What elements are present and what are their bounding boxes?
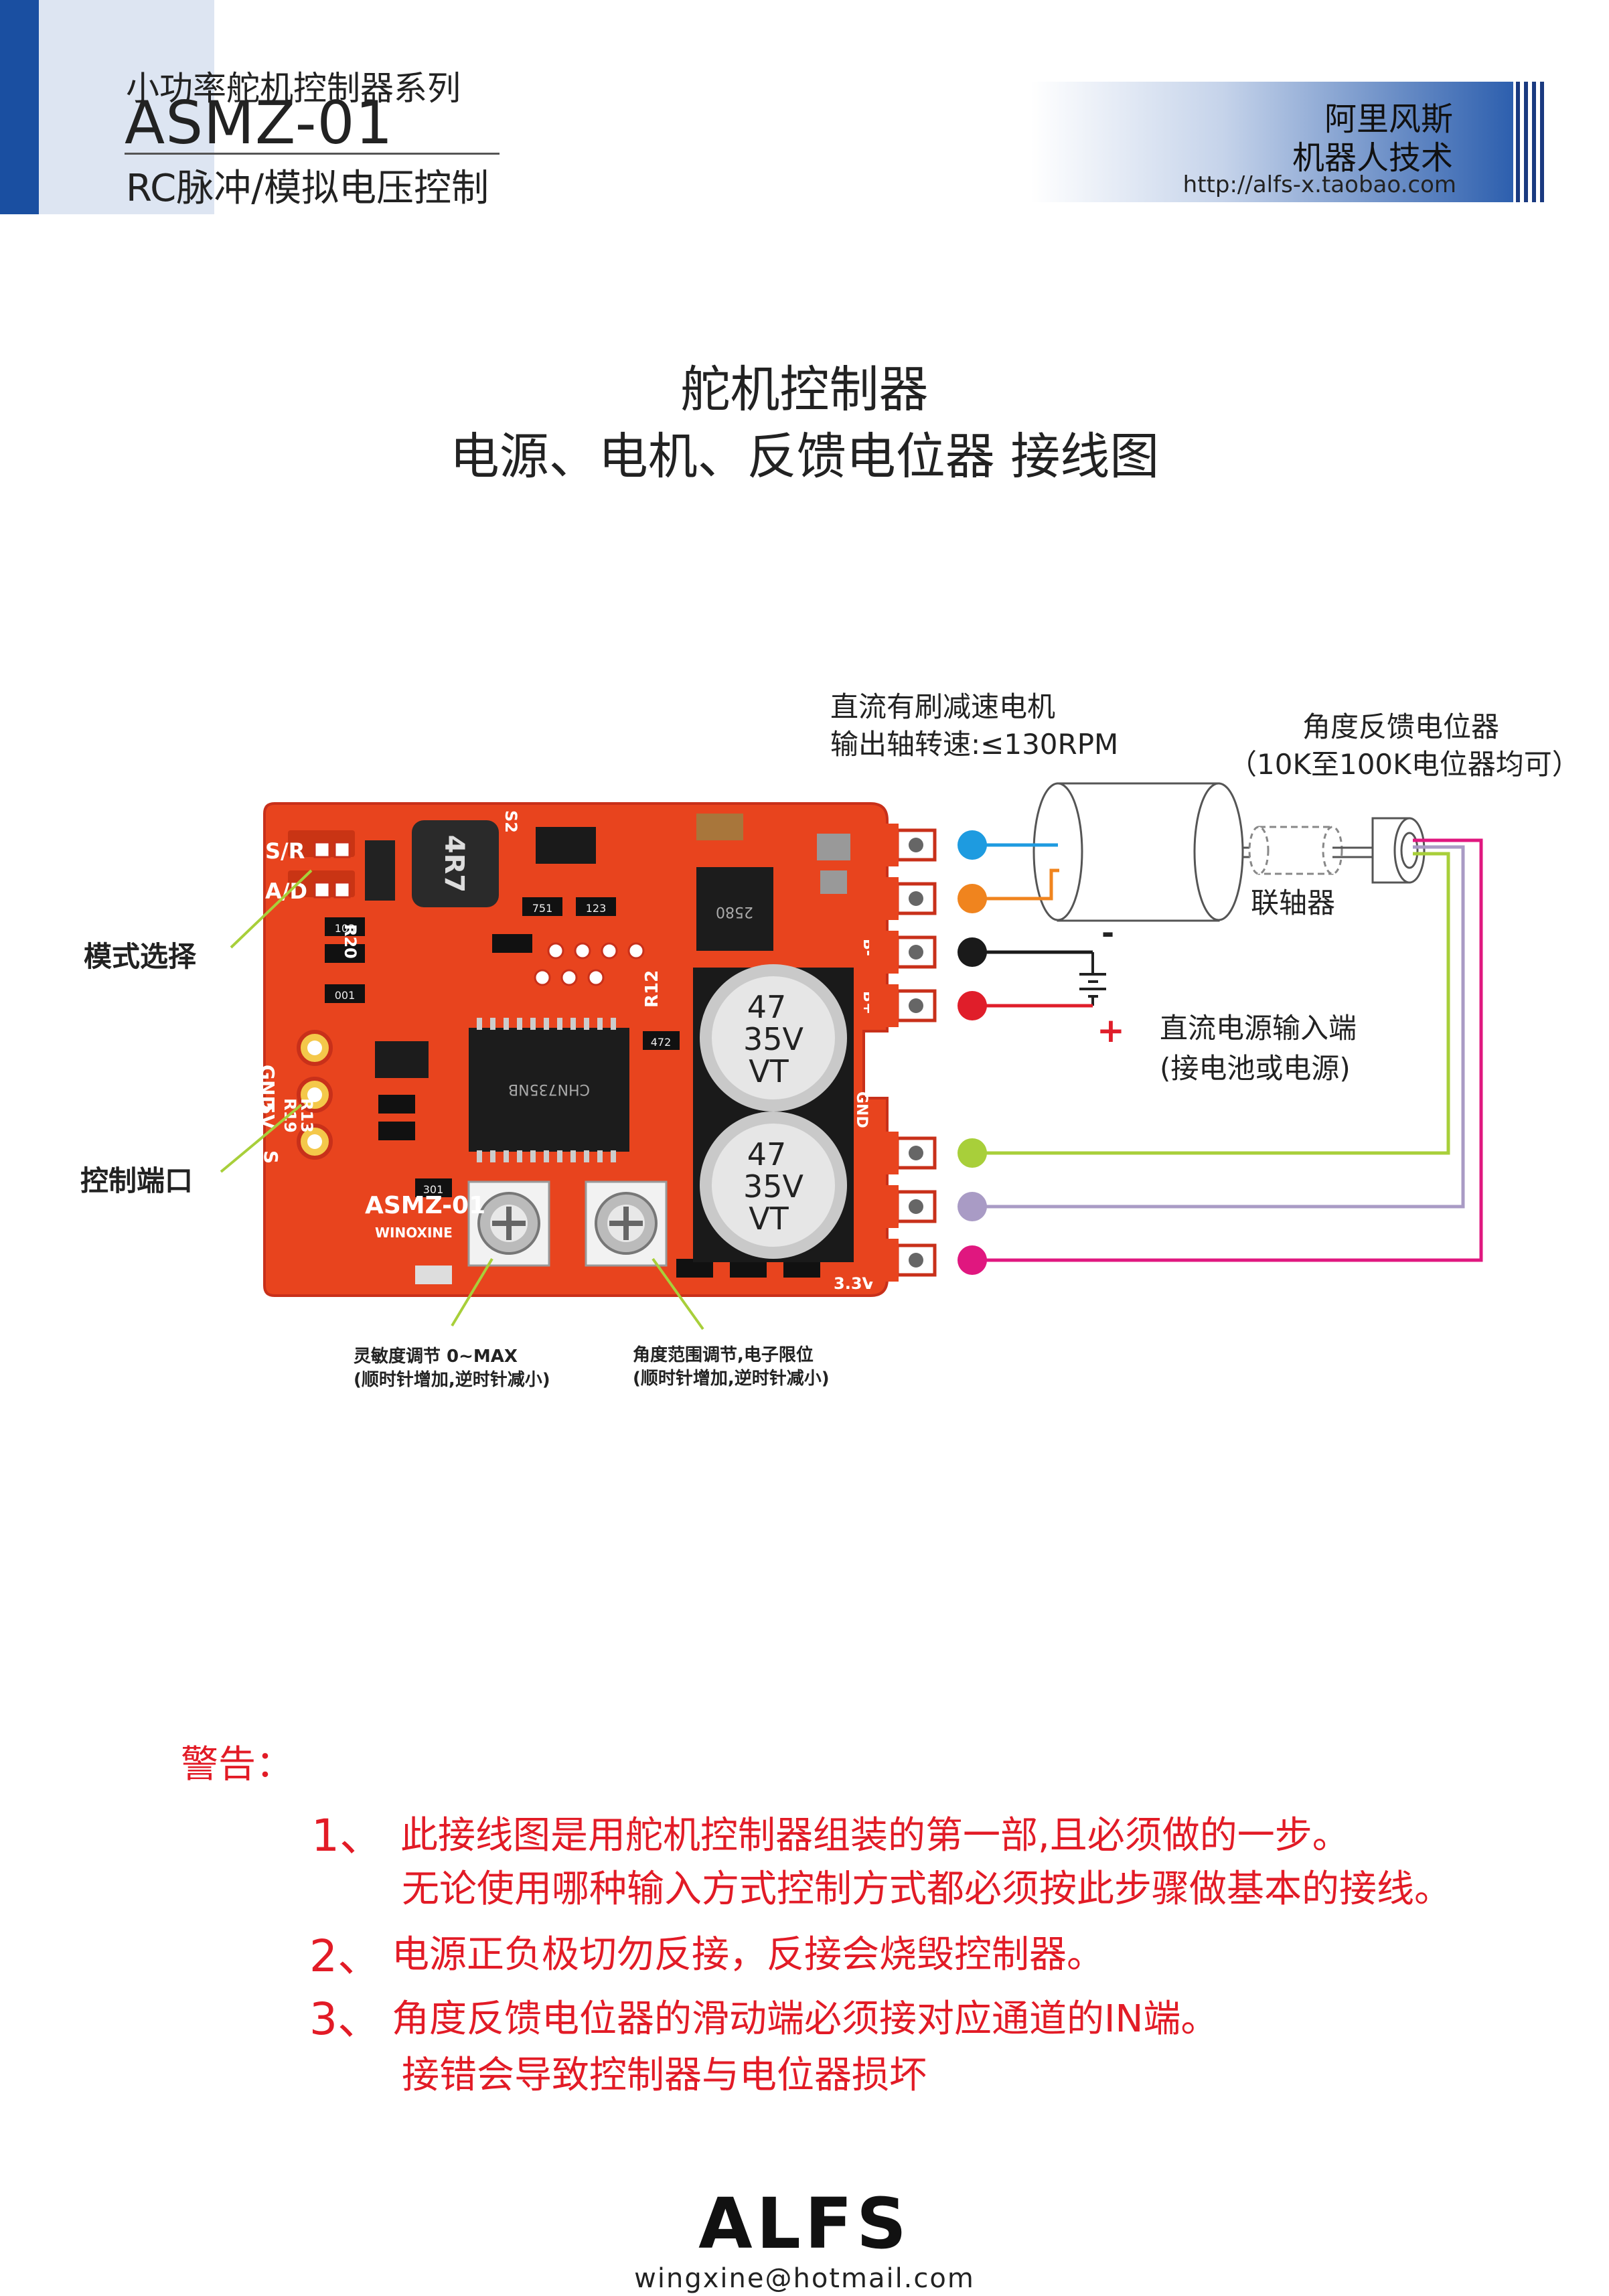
terminal-pins[interactable] bbox=[869, 824, 937, 1282]
silk-s2: S2 bbox=[502, 810, 520, 833]
silk-ad: A/D bbox=[265, 878, 307, 904]
motor-label: 直流有刷减速电机 bbox=[830, 690, 1056, 723]
capacitor-1: 47 35V VT bbox=[693, 964, 854, 1115]
pot-range-label: （10K至100K电位器均可） bbox=[1229, 748, 1580, 781]
footer-logo: ALFS bbox=[698, 2183, 911, 2265]
control-mode: RC脉冲/模拟电压控制 bbox=[126, 167, 489, 210]
capacitor-2: 47 35V VT bbox=[693, 1112, 854, 1262]
brand-name: 阿里风斯 bbox=[1324, 100, 1453, 138]
resistor-label-6: 301 bbox=[423, 1183, 444, 1196]
sensitivity-label: 灵敏度调节 0~MAX bbox=[354, 1347, 518, 1367]
silk-5v: 5V bbox=[256, 1101, 279, 1129]
pointer-lines bbox=[220, 869, 704, 1330]
cap-1-series: VT bbox=[749, 1053, 789, 1089]
resistor-label-3: 751 bbox=[532, 902, 553, 915]
brand-stripes bbox=[1515, 82, 1545, 202]
brand-tagline: 机器人技术 bbox=[1292, 139, 1453, 177]
plus-sign: + bbox=[1097, 1011, 1125, 1050]
warning-3-number: 3、 bbox=[309, 1993, 382, 2045]
driver-ic-marking: 2580 bbox=[716, 903, 753, 920]
driver-ic bbox=[696, 867, 773, 951]
resistor-label-4: 123 bbox=[586, 902, 607, 915]
header-accent-panel bbox=[39, 0, 214, 214]
silk-s: S bbox=[260, 1150, 282, 1164]
warning-3-line2: 接错会导致控制器与电位器损坏 bbox=[402, 2054, 927, 2097]
cap-2-voltage: 35V bbox=[743, 1168, 804, 1205]
resistor-label: 103 bbox=[335, 922, 356, 935]
silk-maker: WINOXINE bbox=[375, 1225, 453, 1241]
silk-gnd: GND bbox=[256, 1065, 279, 1112]
dc-motor bbox=[1032, 782, 1306, 922]
controller-board: 4R7 103 001 751 123 472 301 bbox=[256, 802, 937, 1297]
wires bbox=[971, 838, 1483, 1262]
silk-r12: R12 bbox=[642, 970, 662, 1008]
sensitivity-hint: (顺时针增加,逆时针减小) bbox=[354, 1370, 550, 1390]
sensitivity-trimmer[interactable] bbox=[467, 1180, 550, 1267]
page-subtitle: 电源、电机、反馈电位器 接线图 bbox=[449, 428, 1160, 485]
cap-1-voltage: 35V bbox=[743, 1021, 804, 1057]
wire-terminals bbox=[957, 830, 987, 1275]
main-ic-marking: CHN735NB bbox=[508, 1081, 590, 1097]
power-source-label: (接电池或电源) bbox=[1160, 1052, 1351, 1085]
mode-select-label: 模式选择 bbox=[84, 940, 197, 973]
power-input-label: 直流电源输入端 bbox=[1160, 1012, 1357, 1045]
main-ic bbox=[469, 1028, 629, 1152]
resistor-label-5: 472 bbox=[651, 1036, 672, 1049]
control-port-label: 控制端口 bbox=[80, 1164, 194, 1197]
silk-board-name: ASMZ-01 bbox=[365, 1192, 485, 1219]
motor-speed-label: 输出轴转速:≤130RPM bbox=[830, 728, 1119, 761]
coupler bbox=[1248, 826, 1373, 875]
silk-gnd-right: GND bbox=[853, 1091, 870, 1128]
control-header[interactable] bbox=[297, 1030, 333, 1160]
warning-3-line1: 角度反馈电位器的滑动端必须接对应通道的IN端。 bbox=[392, 1997, 1219, 2041]
range-label: 角度范围调节,电子限位 bbox=[633, 1345, 814, 1365]
resistor-label-2: 001 bbox=[335, 989, 356, 1002]
warning-1-number: 1、 bbox=[311, 1810, 384, 1861]
cap-2-series: VT bbox=[749, 1201, 789, 1237]
feedback-potentiometer bbox=[1371, 817, 1426, 884]
product-model: ASMZ-01 bbox=[125, 88, 394, 157]
cap-2-value: 47 bbox=[747, 1136, 787, 1172]
header-accent-bar bbox=[0, 0, 39, 214]
battery-symbol bbox=[1079, 952, 1106, 1006]
inductor-label: 4R7 bbox=[439, 835, 469, 893]
minus-sign: - bbox=[1101, 915, 1115, 951]
page-title: 舵机控制器 bbox=[680, 361, 929, 418]
range-hint: (顺时针增加,逆时针减小) bbox=[633, 1369, 830, 1389]
product-series: 小功率舵机控制器系列 bbox=[126, 69, 461, 108]
warning-2-line1: 电源正负极切勿反接，反接会烧毁控制器。 bbox=[392, 1933, 1104, 1977]
footer-email[interactable]: wingxine@hotmail.com bbox=[634, 2263, 975, 2294]
warning-2-number: 2、 bbox=[309, 1930, 382, 1982]
silk-r20: R20 bbox=[341, 924, 360, 959]
pot-label: 角度反馈电位器 bbox=[1302, 710, 1500, 743]
silk-3v3: 3.3V bbox=[834, 1274, 875, 1293]
warning-title: 警告： bbox=[181, 1743, 293, 1786]
warning-1-line1: 此接线图是用舵机控制器组装的第一部,且必须做的一步。 bbox=[400, 1814, 1350, 1857]
warning-1-line2: 无论使用哪种输入方式控制方式都必须按此步骤做基本的接线。 bbox=[402, 1867, 1452, 1911]
silk-sr: S/R bbox=[265, 838, 305, 864]
silk-r13: R13 bbox=[297, 1098, 316, 1133]
range-trimmer[interactable] bbox=[585, 1180, 668, 1267]
inductor bbox=[412, 820, 499, 907]
brand-url[interactable]: http://alfs-x.taobao.com bbox=[1182, 171, 1456, 198]
cap-1-value: 47 bbox=[747, 989, 787, 1025]
brand-banner bbox=[1031, 82, 1513, 202]
header-divider bbox=[125, 153, 500, 155]
coupler-label: 联轴器 bbox=[1251, 887, 1336, 919]
